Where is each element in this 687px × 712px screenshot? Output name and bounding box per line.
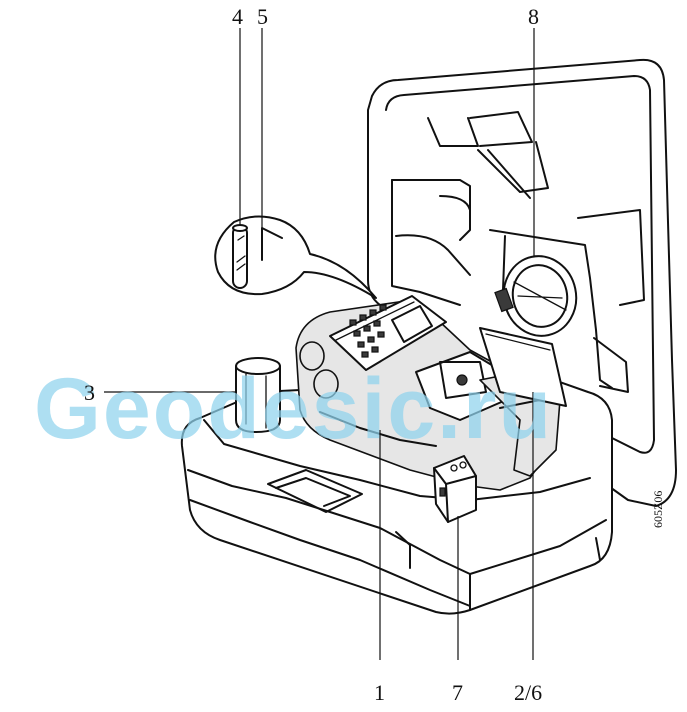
detail-inset: [214, 215, 377, 299]
callout-1: 1: [374, 680, 385, 705]
leader-lines: [104, 28, 535, 660]
callout-3: 3: [84, 380, 95, 405]
case-lid: [367, 58, 677, 507]
callout-5: 5: [257, 4, 268, 29]
cylinder-container: [235, 357, 281, 433]
keyboard-keys: [349, 304, 387, 358]
figure-code: 605Z06: [651, 491, 665, 528]
instrument: [295, 295, 567, 491]
callout-7: 7: [452, 680, 463, 705]
battery-module: [433, 455, 477, 523]
callout-2-6: 2/6: [514, 680, 542, 705]
watermark: Geodesic.ru: [34, 361, 553, 457]
callout-4: 4: [232, 4, 243, 29]
callout-8: 8: [528, 4, 539, 29]
